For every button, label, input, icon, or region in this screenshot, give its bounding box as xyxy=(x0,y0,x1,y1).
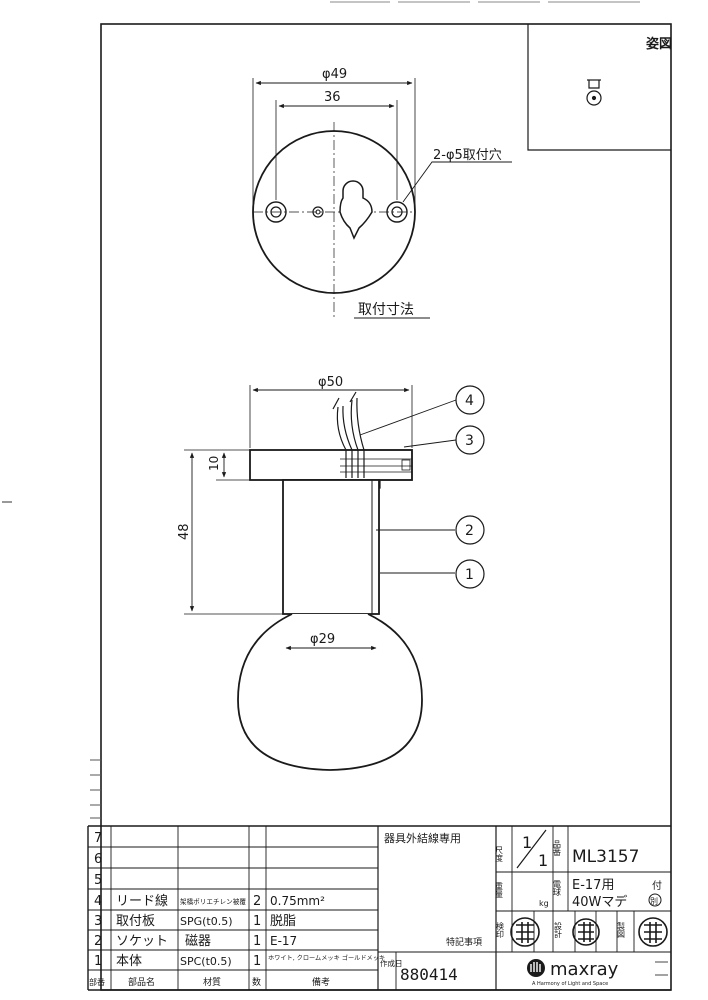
brand-tagline: A Harmony of Light and Space xyxy=(532,981,608,987)
dim-socket-diameter: φ29 xyxy=(310,632,335,647)
dim-plate-thickness: 10 xyxy=(207,456,221,471)
stamp-inspect xyxy=(510,917,540,947)
callout-1: 1 xyxy=(465,567,474,583)
part-material-4: 架橋ポリエチレン被覆 xyxy=(180,897,246,906)
wiring-note: 器具外結線専用 xyxy=(384,831,461,845)
sheet-border xyxy=(100,23,672,991)
part-qty-2: 1 xyxy=(253,934,261,949)
bulb-seal: 別 xyxy=(650,897,658,906)
view-label: 姿図 xyxy=(646,36,672,52)
callout-4: 4 xyxy=(465,393,474,409)
inspect-label: 検印 xyxy=(496,921,505,939)
part-qty-3: 1 xyxy=(253,914,261,929)
weight-label: 重量 xyxy=(495,881,504,898)
row-no-2: 2 xyxy=(94,934,102,949)
part-qty-1: 1 xyxy=(253,954,261,969)
row-no-4: 4 xyxy=(94,894,102,909)
row-no-1: 1 xyxy=(94,954,102,969)
product-label: 品番 xyxy=(553,840,562,857)
part-name-4: リード線 xyxy=(116,893,168,909)
mount-view xyxy=(252,78,512,319)
scale-denominator: 1 xyxy=(538,851,548,870)
callout-2: 2 xyxy=(465,523,474,539)
dim-hole-spacing: 36 xyxy=(324,90,341,105)
small-fixture-icon xyxy=(586,79,602,106)
dim-outer-diameter: φ49 xyxy=(322,67,347,82)
dim-height: 48 xyxy=(177,523,192,540)
part-material-2: 磁器 xyxy=(185,934,211,949)
bulb-seal-ring xyxy=(648,893,662,907)
callout-3: 3 xyxy=(465,433,474,449)
header-qty: 数 xyxy=(252,976,261,988)
product-number: ML3157 xyxy=(572,847,639,867)
row-no-6: 6 xyxy=(94,852,102,867)
stamp-design xyxy=(572,918,600,946)
part-name-3: 取付板 xyxy=(116,914,155,929)
scale-numerator: 1 xyxy=(522,833,532,852)
table-grid xyxy=(87,825,671,991)
header-note: 備考 xyxy=(312,976,330,988)
maxray-logo-icon xyxy=(527,959,545,977)
view-box: 姿図 xyxy=(527,24,672,151)
row-no-7: 7 xyxy=(94,831,102,846)
draw-label: 製図 xyxy=(617,921,626,939)
date-label: 作成日 xyxy=(380,958,403,968)
row-no-3: 3 xyxy=(94,914,102,929)
brand-name: maxray xyxy=(550,959,619,980)
bulb-tag: 付 xyxy=(652,879,662,892)
weight-unit: kg xyxy=(539,899,549,908)
dim-top-diameter: φ50 xyxy=(318,375,343,390)
scale-label: 尺度 xyxy=(495,846,504,863)
part-note-1: ホワイト, クロームメッキ ゴールドメッキ xyxy=(268,954,385,962)
part-name-2: ソケット xyxy=(116,934,168,949)
hole-note: 2-φ5取付穴 xyxy=(433,148,502,163)
design-label: 設計 xyxy=(554,921,563,939)
part-name-1: 本体 xyxy=(116,954,142,969)
date-value: 880414 xyxy=(400,965,458,984)
row-no-5: 5 xyxy=(94,873,102,888)
bulb-spec-1: E-17用 xyxy=(572,878,614,893)
bulb-label: 電球 xyxy=(553,880,562,896)
header-material: 材質 xyxy=(203,976,221,988)
stamp-draw xyxy=(638,917,668,947)
mount-caption: 取付寸法 xyxy=(358,302,414,318)
part-note-2: E-17 xyxy=(270,934,297,948)
part-note-4: 0.75mm² xyxy=(270,894,325,908)
part-material-1: SPC(t0.5) xyxy=(180,955,232,968)
header-name: 部品名 xyxy=(128,976,155,988)
part-qty-4: 2 xyxy=(253,894,261,909)
bulb-spec-2: 40Wマデ xyxy=(572,894,627,910)
header-no: 部番 xyxy=(89,977,105,987)
special-notes-label: 特記事項 xyxy=(446,936,482,948)
side-view xyxy=(184,385,485,771)
part-material-3: SPG(t0.5) xyxy=(180,915,233,928)
part-note-3: 脱脂 xyxy=(270,914,296,929)
